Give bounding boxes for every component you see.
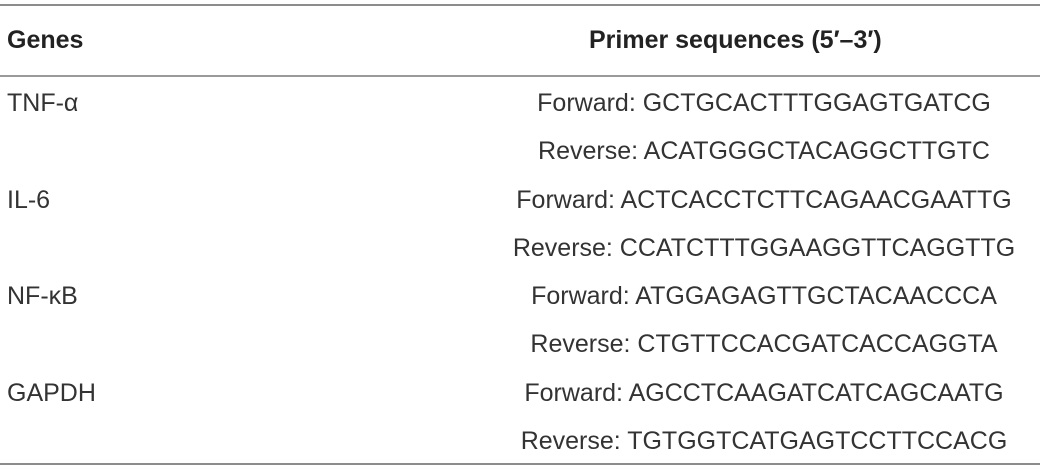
gene-cell: TNF-α (7, 89, 79, 117)
table-row: Reverse: TGTGGTCATGAGTCCTTCCACG (0, 415, 1040, 463)
genes-column-header: Genes (7, 26, 84, 54)
table-top-rule (0, 4, 1040, 6)
header-rule (0, 75, 1040, 77)
table-row: Reverse: ACATGGGCTACAGGCTTGTC (0, 125, 1040, 173)
table-header: Genes Primer sequences (5′–3′) (0, 4, 1040, 75)
primer-cell: Reverse: TGTGGTCATGAGTCCTTCCACG (520, 427, 1008, 456)
primer-cell: Reverse: CTGTTCCACGATCACCAGGTA (530, 330, 998, 359)
gene-cell: GAPDH (7, 378, 96, 407)
primer-sequences-column-header: Primer sequences (5′–3′) (589, 26, 882, 54)
primer-cell: Forward: GCTGCACTTTGGAGTGATCG (537, 89, 991, 117)
table-row: Reverse: CTGTTCCACGATCACCAGGTA (0, 318, 1040, 366)
table-row: TNF-α Forward: GCTGCACTTTGGAGTGATCG (0, 77, 1040, 125)
table-body: TNF-α Forward: GCTGCACTTTGGAGTGATCG Reve… (0, 77, 1040, 463)
table-row: IL-6 Forward: ACTCACCTCTTCAGAACGAATTG (0, 174, 1040, 222)
table-row: NF-κB Forward: ATGGAGAGTTGCTACAACCCA (0, 270, 1040, 318)
table-row: GAPDH Forward: AGCCTCAAGATCATCAGCAATG (0, 367, 1040, 415)
gene-cell: NF-κB (7, 282, 78, 311)
gene-cell: IL-6 (7, 185, 51, 214)
primer-cell: Reverse: ACATGGGCTACAGGCTTGTC (538, 137, 990, 166)
primer-cell: Forward: ACTCACCTCTTCAGAACGAATTG (516, 185, 1012, 214)
primer-cell: Forward: AGCCTCAAGATCATCAGCAATG (524, 378, 1004, 407)
table-bottom-rule (0, 463, 1040, 465)
primer-cell: Forward: ATGGAGAGTTGCTACAACCCA (531, 282, 997, 311)
primer-cell: Reverse: CCATCTTTGGAAGGTTCAGGTTG (512, 233, 1016, 262)
table-row: Reverse: CCATCTTTGGAAGGTTCAGGTTG (0, 222, 1040, 270)
